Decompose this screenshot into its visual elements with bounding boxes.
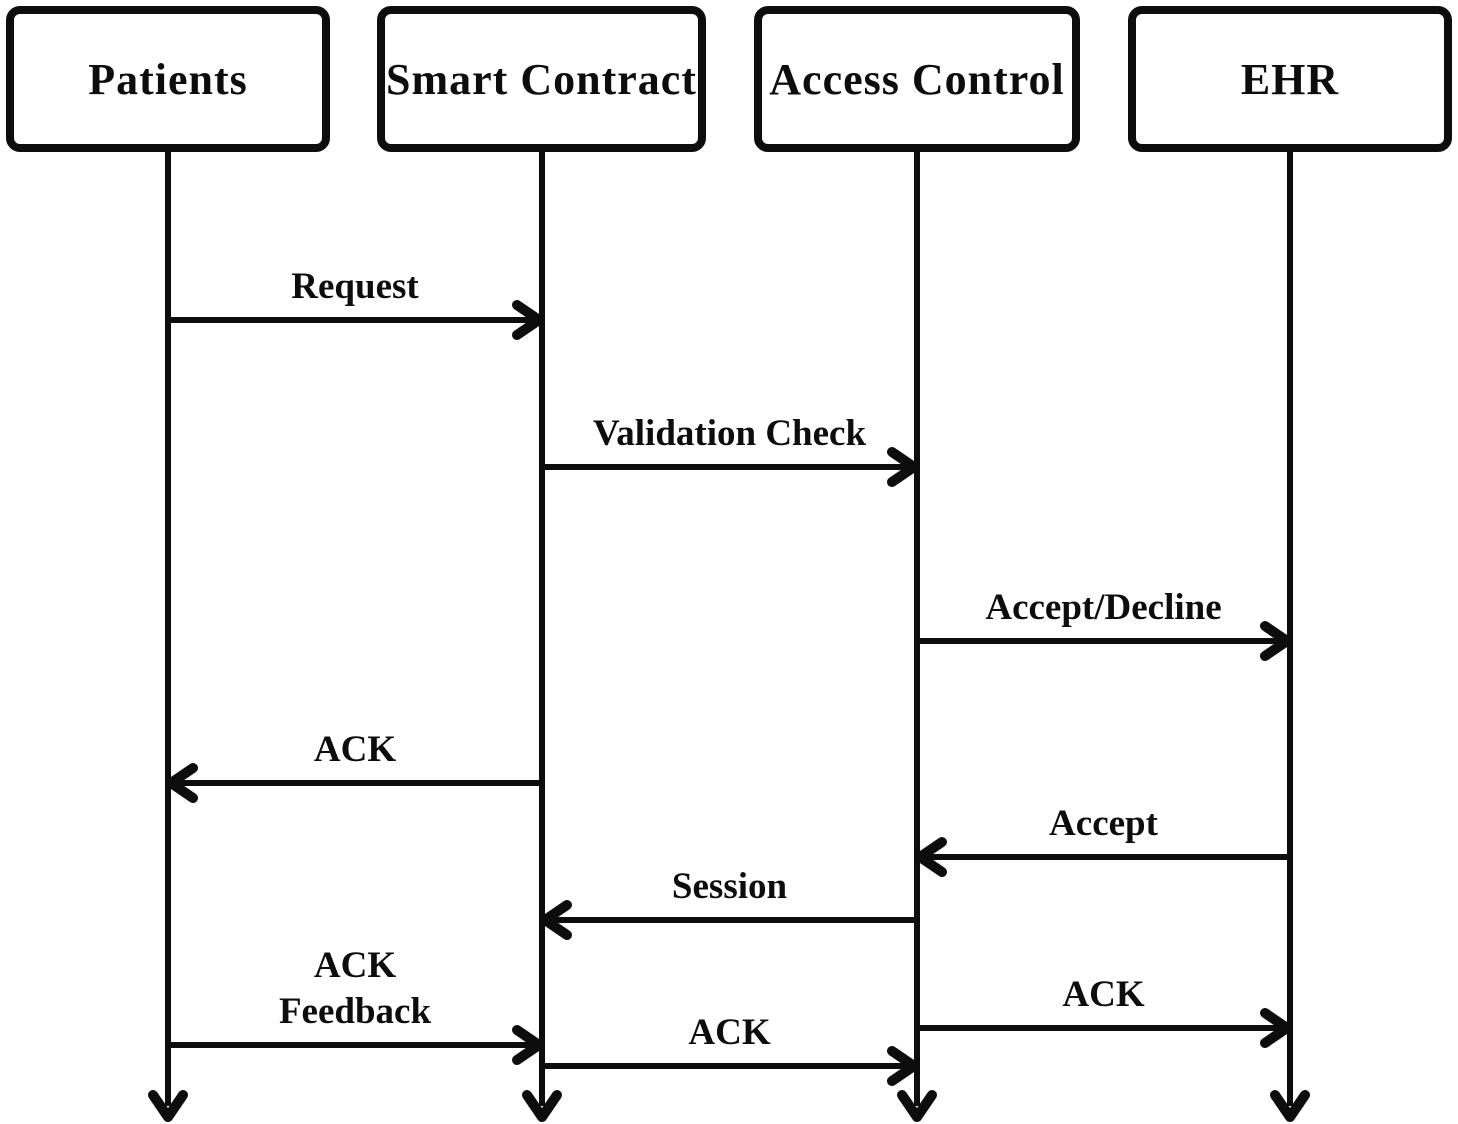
actor-label-patients: Patients: [88, 54, 248, 104]
lifeline-end-arrow-icon-ehr: [1270, 1090, 1310, 1122]
message-label-line: Session: [671, 866, 788, 907]
actor-box-ehr: EHR: [1128, 6, 1452, 152]
message-label-1: Validation Check: [593, 411, 866, 457]
actor-label-smart-contract: Smart Contract: [386, 54, 697, 104]
message-arrow-icon-4: [915, 837, 947, 877]
actor-label-access-control: Access Control: [769, 54, 1065, 104]
lifeline-access-control: [914, 150, 920, 1106]
message-label-line: Request: [291, 266, 419, 307]
lifeline-ehr: [1287, 150, 1293, 1106]
message-arrow-icon-5: [540, 900, 572, 940]
actor-box-access-control: Access Control: [754, 6, 1080, 152]
message-label-line: ACK: [1062, 974, 1145, 1015]
message-label-3: ACK: [314, 727, 396, 773]
message-label-line: Validation Check: [592, 413, 867, 454]
message-arrow-icon-3: [166, 763, 198, 803]
message-label-2: Accept/Decline: [985, 585, 1221, 631]
message-label-line: ACK: [688, 1012, 771, 1053]
lifeline-end-arrow-icon-patients: [148, 1090, 188, 1122]
message-line-1: [542, 464, 917, 470]
message-arrow-icon-0: [512, 300, 544, 340]
actor-label-ehr: EHR: [1240, 54, 1340, 104]
message-arrow-icon-1: [887, 447, 919, 487]
message-label-6: ACK Feedback: [279, 943, 431, 1035]
actor-box-patients: Patients: [6, 6, 330, 152]
message-line-3: [168, 780, 542, 786]
lifeline-end-arrow-icon-smart-contract: [522, 1090, 562, 1122]
message-arrow-icon-2: [1260, 621, 1292, 661]
message-label-0: Request: [291, 264, 418, 310]
message-line-4: [917, 854, 1290, 860]
message-line-0: [168, 317, 542, 323]
message-line-7: [917, 1025, 1290, 1031]
actor-box-smart-contract: Smart Contract: [377, 6, 706, 152]
message-arrow-icon-6: [512, 1025, 544, 1065]
message-line-5: [542, 917, 917, 923]
message-line-8: [542, 1063, 917, 1069]
message-label-4: Accept: [1049, 801, 1158, 847]
lifeline-smart-contract: [539, 150, 545, 1106]
message-label-5: Session: [672, 864, 787, 910]
message-label-line: ACK: [313, 945, 397, 986]
message-label-line: Accept/Decline: [985, 587, 1222, 628]
message-arrow-icon-7: [1260, 1008, 1292, 1048]
message-line-2: [917, 638, 1290, 644]
message-label-line: Feedback: [278, 991, 432, 1032]
message-label-line: ACK: [313, 729, 397, 770]
message-label-line: Accept: [1049, 803, 1158, 844]
message-arrow-icon-8: [887, 1046, 919, 1086]
message-label-8: ACK: [688, 1010, 770, 1056]
lifeline-end-arrow-icon-access-control: [897, 1090, 937, 1122]
message-line-6: [168, 1042, 542, 1048]
message-label-7: ACK: [1062, 972, 1144, 1018]
lifeline-patients: [165, 150, 171, 1106]
